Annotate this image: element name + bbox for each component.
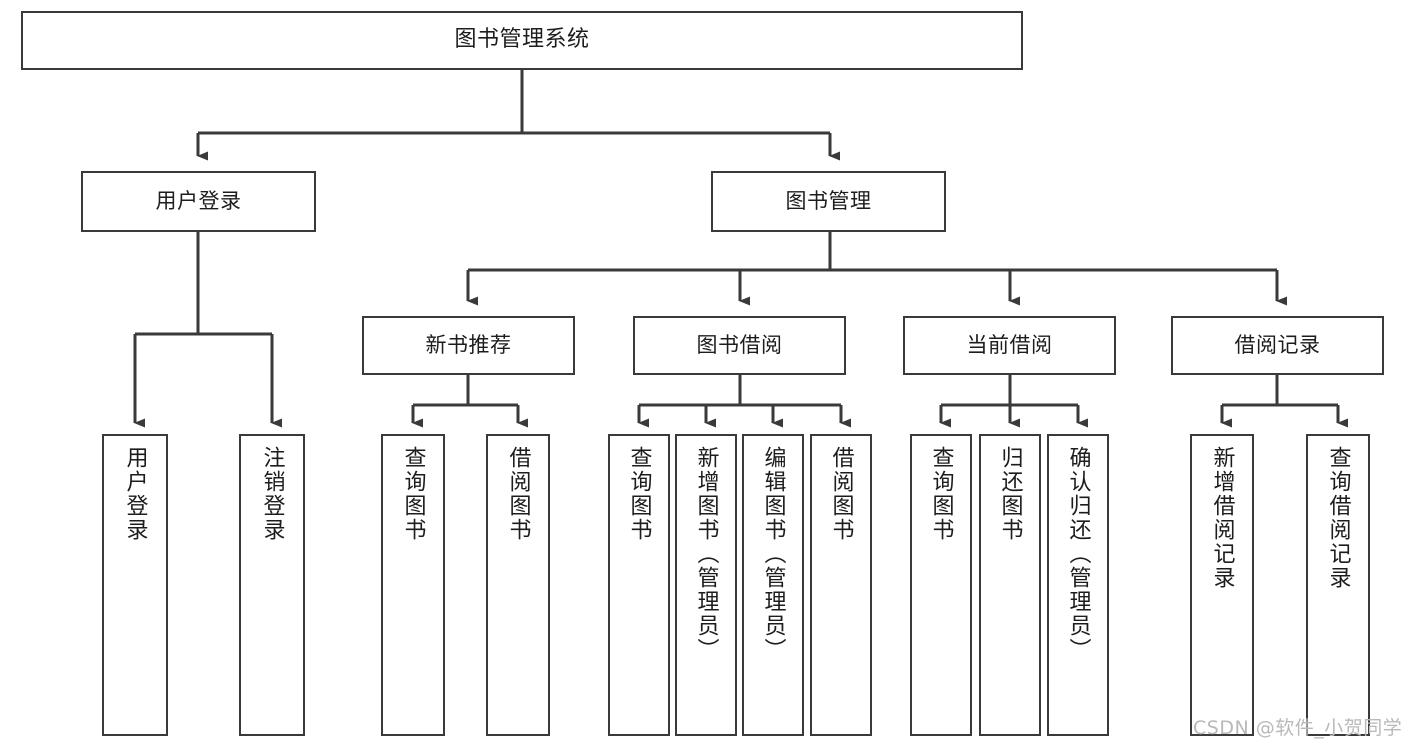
node-leaf-query-record-label: 查询借阅记录 <box>1325 446 1351 590</box>
node-new-book-rec[interactable]: 新书推荐 <box>362 316 575 375</box>
node-current-borrow[interactable]: 当前借阅 <box>903 316 1116 375</box>
node-borrow-record[interactable]: 借阅记录 <box>1171 316 1384 375</box>
node-leaf-logout-label: 注销登录 <box>259 446 285 542</box>
node-book-manage[interactable]: 图书管理 <box>711 171 946 232</box>
node-leaf-add-book[interactable]: 新增图书（管理员） <box>675 434 737 736</box>
node-leaf-user-login-label: 用户登录 <box>122 446 148 542</box>
node-leaf-user-login[interactable]: 用户登录 <box>102 434 168 736</box>
node-leaf-borrow-book-2-label: 借阅图书 <box>828 446 854 542</box>
node-root-label: 图书管理系统 <box>454 27 590 53</box>
node-leaf-query-record[interactable]: 查询借阅记录 <box>1306 434 1370 736</box>
node-leaf-add-book-label: 新增图书（管理员） <box>693 446 719 662</box>
node-leaf-confirm-return-label: 确认归还（管理员） <box>1065 446 1091 662</box>
node-leaf-add-record[interactable]: 新增借阅记录 <box>1190 434 1254 736</box>
node-book-manage-label: 图书管理 <box>785 188 872 213</box>
node-leaf-confirm-return[interactable]: 确认归还（管理员） <box>1047 434 1109 736</box>
node-leaf-return-book-label: 归还图书 <box>997 446 1023 542</box>
node-user-login[interactable]: 用户登录 <box>81 171 316 232</box>
node-leaf-return-book[interactable]: 归还图书 <box>979 434 1041 736</box>
node-leaf-query-book-3-label: 查询图书 <box>928 446 954 542</box>
node-root[interactable]: 图书管理系统 <box>21 11 1023 70</box>
node-leaf-query-book-3[interactable]: 查询图书 <box>910 434 972 736</box>
node-borrow-record-label: 借阅记录 <box>1234 332 1321 357</box>
node-leaf-edit-book[interactable]: 编辑图书（管理员） <box>742 434 804 736</box>
node-leaf-query-book-1-label: 查询图书 <box>400 446 426 542</box>
node-leaf-query-book-2-label: 查询图书 <box>626 446 652 542</box>
node-book-borrow-label: 图书借阅 <box>696 332 783 357</box>
node-leaf-add-record-label: 新增借阅记录 <box>1209 446 1235 590</box>
node-leaf-edit-book-label: 编辑图书（管理员） <box>760 446 786 662</box>
node-leaf-borrow-book-1-label: 借阅图书 <box>505 446 531 542</box>
node-leaf-logout[interactable]: 注销登录 <box>239 434 305 736</box>
node-leaf-query-book-2[interactable]: 查询图书 <box>608 434 670 736</box>
node-leaf-borrow-book-1[interactable]: 借阅图书 <box>486 434 550 736</box>
node-book-borrow[interactable]: 图书借阅 <box>633 316 846 375</box>
node-current-borrow-label: 当前借阅 <box>966 332 1053 357</box>
node-leaf-query-book-1[interactable]: 查询图书 <box>381 434 445 736</box>
node-new-book-rec-label: 新书推荐 <box>425 332 512 357</box>
node-leaf-borrow-book-2[interactable]: 借阅图书 <box>810 434 872 736</box>
node-user-login-label: 用户登录 <box>155 188 242 213</box>
